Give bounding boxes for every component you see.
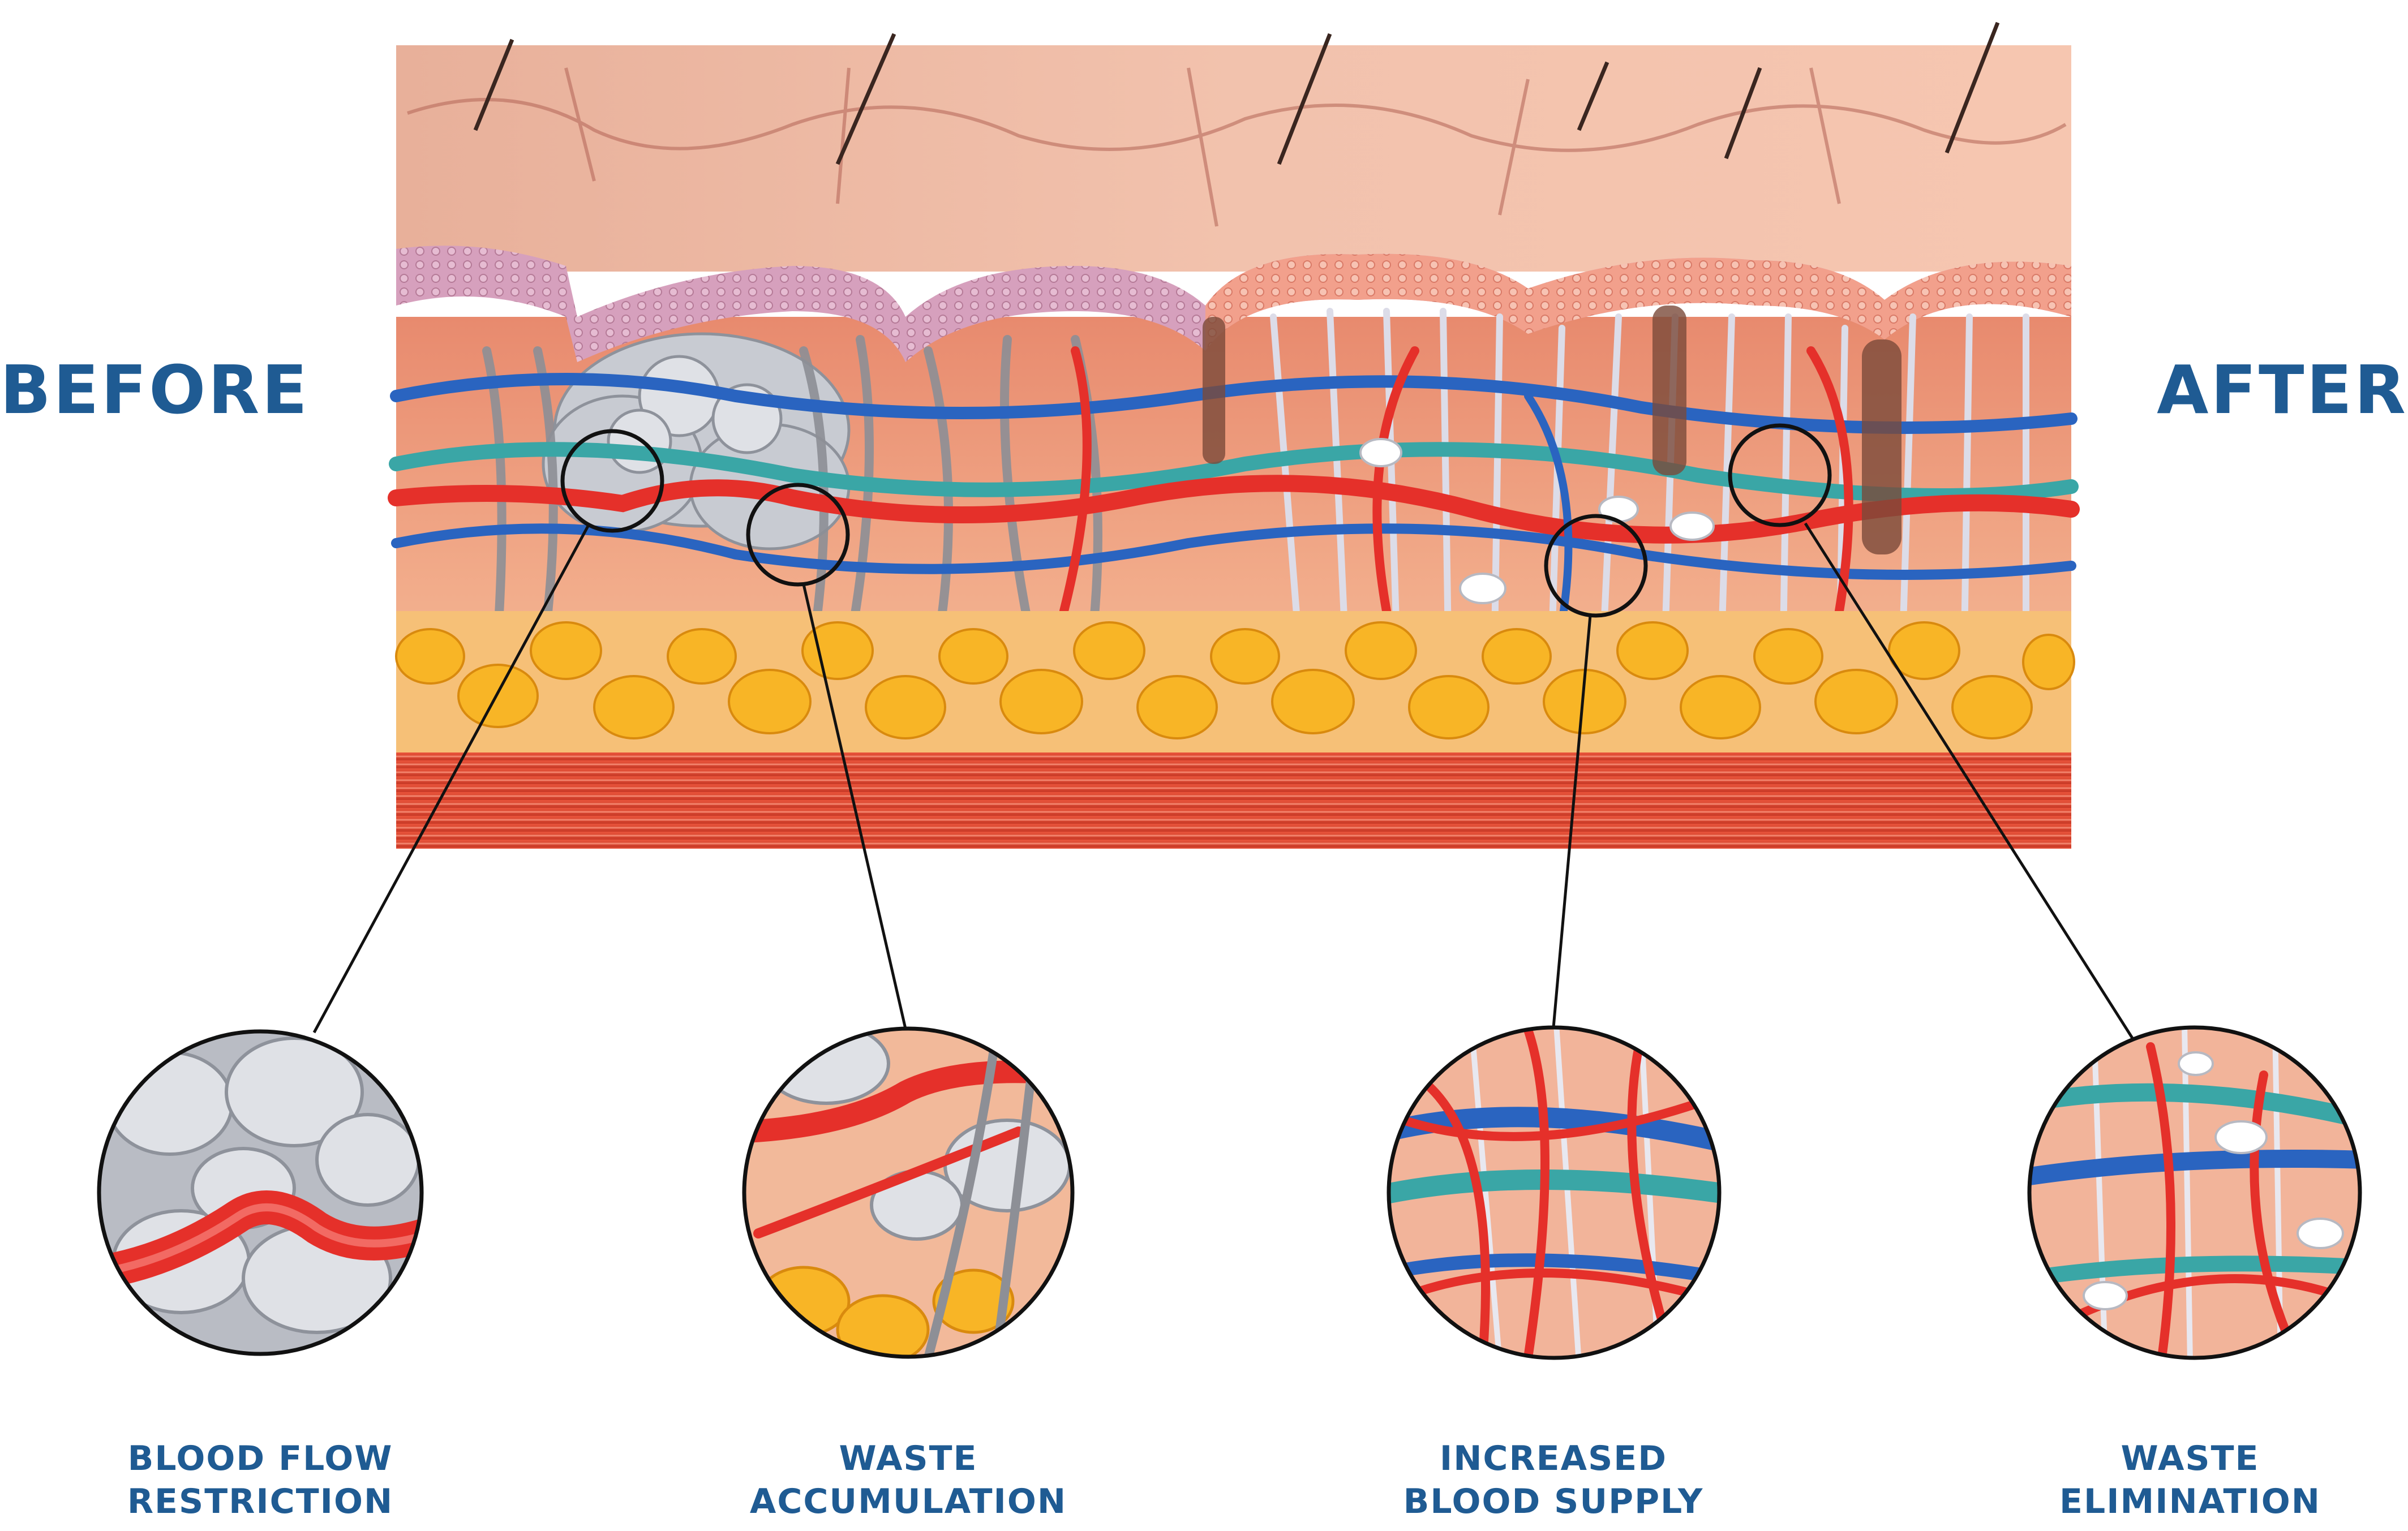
artery-branch <box>1059 346 1092 616</box>
caption-increased-blood-supply: INCREASED BLOOD SUPPLY <box>1355 1437 1752 1523</box>
pointer-circle-1 <box>560 429 664 533</box>
waste-accumulation-detail <box>742 1026 1075 1359</box>
caption-line: INCREASED <box>1439 1439 1668 1478</box>
skin-texture <box>407 67 2067 227</box>
caption-waste-accumulation: WASTE ACCUMULATION <box>710 1437 1106 1523</box>
blood-flow-restriction-detail <box>97 1029 424 1356</box>
fat-cells <box>395 621 2075 739</box>
artery <box>388 475 2080 544</box>
hairs <box>473 21 2000 165</box>
blood-vessels <box>388 346 2080 626</box>
caption-line: BLOOD SUPPLY <box>1403 1482 1704 1521</box>
caption-line: WASTE <box>839 1439 978 1478</box>
skin-surface <box>396 45 2071 272</box>
waste-elimination-detail <box>2027 1025 2362 1360</box>
caption-line: WASTE <box>2121 1439 2260 1478</box>
vein-branch <box>1524 392 1573 626</box>
before-label: BEFORE <box>0 351 310 429</box>
pointer-circle-2 <box>746 483 850 587</box>
leader-lines <box>312 522 2135 1041</box>
lymph-vessel <box>389 442 2079 503</box>
pointer-circles <box>560 423 1832 618</box>
caption-line: RESTRICTION <box>127 1482 394 1521</box>
hair-follicles <box>1203 306 1901 554</box>
caption-blood-flow-restriction: BLOOD FLOW RESTRICTION <box>62 1437 458 1523</box>
muscle-layer <box>396 752 2071 849</box>
after-label: AFTER <box>2157 351 2408 429</box>
artery-branch <box>1806 346 1853 616</box>
caption-line: ACCUMULATION <box>749 1482 1067 1521</box>
epidermis-after <box>1205 253 2071 351</box>
vein <box>391 523 2076 580</box>
increased-blood-supply-detail <box>1387 1025 1722 1360</box>
pointer-circle-3 <box>1544 514 1648 618</box>
caption-line: BLOOD FLOW <box>127 1439 393 1478</box>
caption-line: ELIMINATION <box>2059 1482 2321 1521</box>
pointer-circle-4 <box>1728 423 1832 527</box>
skin-block <box>388 21 2080 849</box>
vein <box>390 373 2078 434</box>
caption-waste-elimination: WASTE ELIMINATION <box>1992 1437 2388 1523</box>
